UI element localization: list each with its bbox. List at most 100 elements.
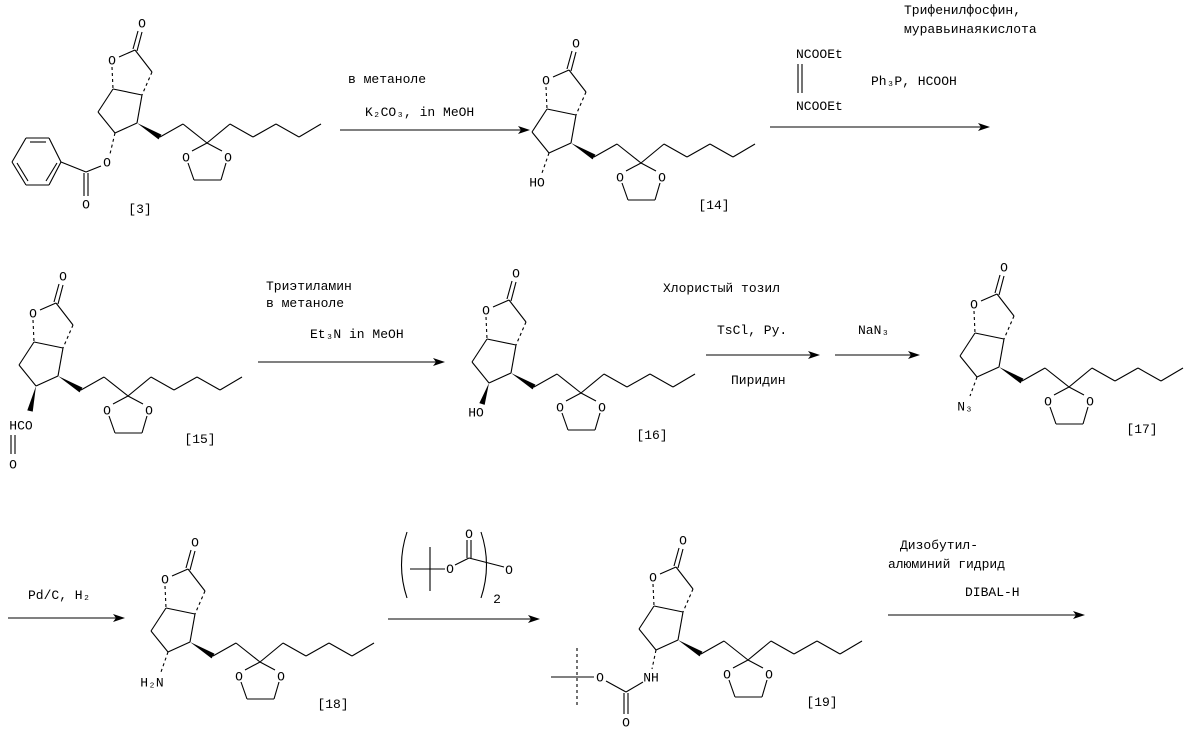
- reagent-text: DIBAL-H: [965, 585, 1020, 600]
- atom-o: O: [446, 562, 454, 577]
- bond: [733, 660, 748, 668]
- atom-o-dioxolane: O: [224, 151, 232, 166]
- bond: [562, 413, 568, 430]
- bond: [455, 558, 469, 565]
- atom-o-ring: O: [649, 571, 657, 586]
- bond: [113, 396, 128, 404]
- bond: [975, 333, 1004, 339]
- bond: [98, 112, 115, 133]
- bond: [748, 641, 771, 660]
- bond: [128, 377, 151, 396]
- bond: [817, 641, 840, 654]
- atom-o-carbonyl: O: [1000, 261, 1008, 276]
- bond: [724, 641, 748, 660]
- atom-o-carbonyl: O: [82, 198, 90, 213]
- bond: [472, 362, 489, 383]
- bond: [678, 549, 683, 568]
- bond: [274, 682, 279, 699]
- hashed-bond: [486, 317, 487, 339]
- atom-o-dioxolane: O: [235, 670, 243, 685]
- atom-o-ring: O: [542, 74, 550, 89]
- bond: [329, 643, 352, 656]
- wedge-bond: [58, 376, 82, 392]
- reaction-arrow-7: O O O 2: [388, 527, 540, 623]
- bond: [733, 144, 755, 157]
- bond: [245, 662, 260, 670]
- compound-label-15: [15]: [184, 432, 215, 447]
- bond: [1022, 368, 1045, 381]
- reagent-text: TsCl, Py.: [717, 323, 787, 338]
- hashed-bond: [516, 322, 526, 345]
- bond: [981, 294, 997, 301]
- hashed-bond: [161, 652, 168, 672]
- bond: [133, 31, 138, 49]
- compound-label-17: [17]: [1126, 422, 1157, 437]
- hashed-bond: [974, 311, 975, 333]
- bond: [641, 163, 656, 171]
- bond: [207, 124, 230, 143]
- bond: [511, 345, 516, 373]
- atom-o-carbonyl: O: [622, 716, 630, 731]
- bond: [549, 143, 571, 153]
- bond: [160, 124, 183, 137]
- bond: [664, 144, 687, 157]
- bond: [569, 70, 586, 92]
- bond: [128, 396, 143, 404]
- bond: [81, 377, 104, 390]
- bond: [553, 70, 569, 77]
- compound-14: OOOOHO: [529, 37, 755, 201]
- bond: [197, 377, 220, 390]
- bond: [534, 374, 557, 387]
- reagent-text: Pd/C, H₂: [28, 588, 90, 603]
- hashed-bond: [195, 591, 205, 614]
- bond: [595, 413, 600, 430]
- hashed-bond: [542, 153, 549, 173]
- compound-3: OOOOOO: [12, 17, 321, 213]
- bond: [977, 367, 999, 377]
- bond: [1083, 407, 1088, 424]
- bond: [58, 285, 63, 304]
- hashed-bond: [653, 584, 654, 606]
- atom-o-carbonyl: O: [9, 458, 17, 473]
- bond: [701, 641, 724, 654]
- atom-o-ring: O: [161, 573, 169, 588]
- reagent-text: Et₃N in MeOH: [310, 327, 404, 342]
- bond: [98, 89, 113, 112]
- bond: [1054, 387, 1069, 395]
- bond: [650, 374, 673, 387]
- bond: [151, 631, 168, 652]
- bond: [174, 377, 197, 390]
- bond: [594, 144, 617, 157]
- bond: [40, 303, 56, 310]
- bond: [627, 374, 650, 387]
- bond: [1092, 368, 1115, 381]
- wedge-bond: [137, 123, 161, 139]
- reaction-arrow-3: Триэтиламин в метаноле Et₃N in MeOH: [258, 279, 445, 366]
- bond: [168, 642, 190, 652]
- bond: [687, 144, 710, 157]
- bond: [999, 276, 1004, 295]
- bond: [260, 662, 275, 670]
- bond: [581, 393, 596, 401]
- bond: [49, 138, 61, 162]
- hashed-bond: [110, 133, 115, 154]
- bond: [641, 144, 664, 163]
- bond: [283, 643, 306, 656]
- hashed-bond: [546, 87, 547, 109]
- reagent-text: NCOOEt: [796, 47, 843, 62]
- reaction-arrow-8: Дизобутил- алюминий гидрид DIBAL-H: [888, 538, 1085, 619]
- compound-17: OOOON₃: [957, 261, 1183, 425]
- atom-o-dioxolane: O: [598, 401, 606, 416]
- compound-18: OOOOH₂N: [140, 536, 374, 700]
- bond: [748, 660, 763, 668]
- reagent-text: в метаноле: [348, 72, 426, 87]
- bond: [639, 629, 656, 650]
- compound-label-3: [3]: [128, 202, 151, 217]
- atom-o-carbonyl: O: [512, 267, 520, 282]
- bond: [137, 32, 142, 51]
- hashed-bond: [165, 586, 166, 608]
- bond: [109, 416, 115, 433]
- bond: [532, 109, 547, 132]
- hashed-bond: [576, 92, 586, 115]
